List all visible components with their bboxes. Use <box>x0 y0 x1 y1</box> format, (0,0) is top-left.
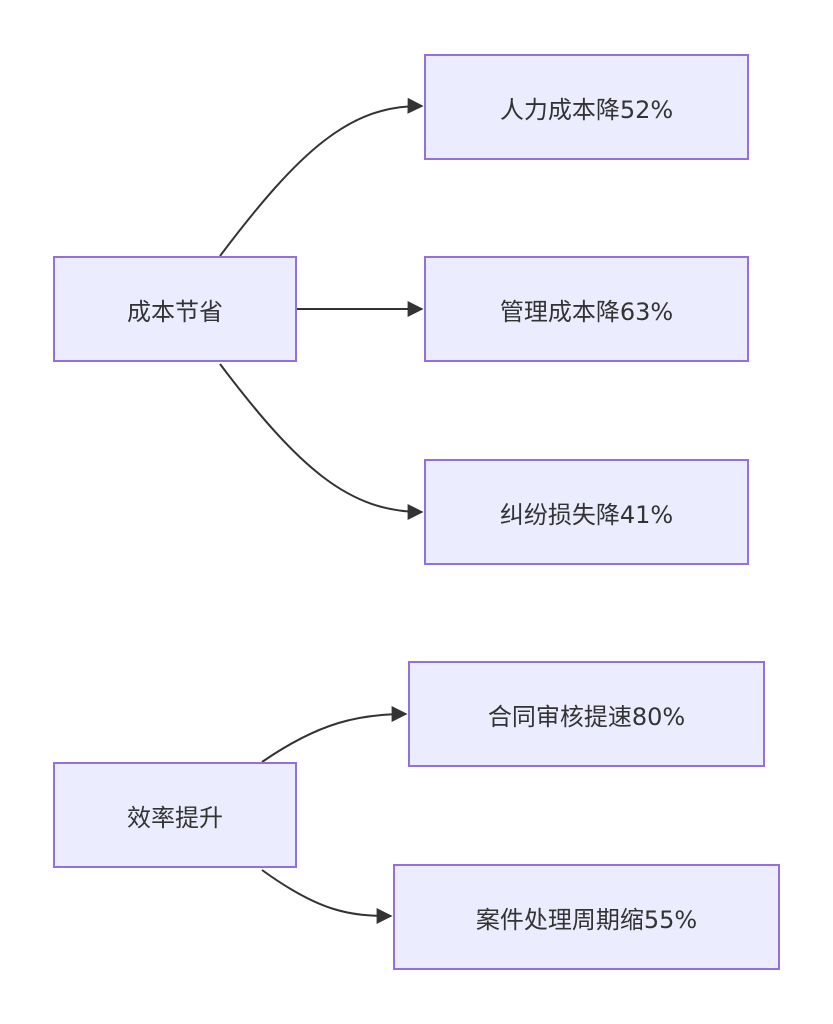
node-efficiency-gain: 效率提升 <box>53 762 297 868</box>
edge-efficiency-to-contract <box>261 706 408 763</box>
node-cost-saving: 成本节省 <box>53 256 297 362</box>
node-dispute-loss: 纠纷损失降41% <box>424 459 749 565</box>
edge-cost-to-dispute <box>219 363 424 520</box>
edge-cost-to-labor <box>219 97 424 257</box>
edge-efficiency-to-case <box>261 869 393 924</box>
node-management-cost: 管理成本降63% <box>424 256 749 362</box>
node-labor-cost: 人力成本降52% <box>424 54 749 160</box>
node-contract-review: 合同审核提速80% <box>408 661 765 767</box>
node-case-cycle: 案件处理周期缩55% <box>393 864 780 970</box>
